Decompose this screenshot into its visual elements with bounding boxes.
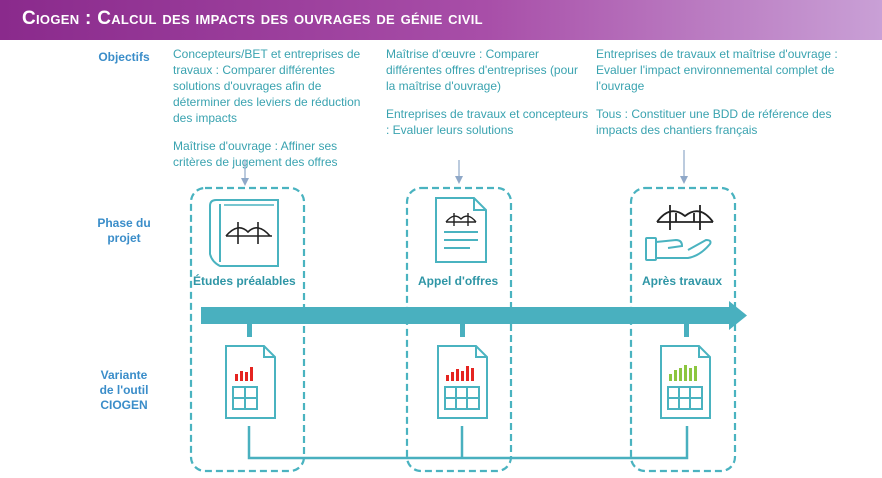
objective-col3-a: Entreprises de travaux et maîtrise d'ouv…	[596, 47, 838, 93]
page-title: Ciogen : Calcul des impacts des ouvrages…	[22, 8, 483, 29]
spreadsheet-chart-icon	[225, 345, 276, 419]
timeline-tick-3	[684, 324, 689, 337]
objective-col1-b: Maîtrise d'ouvrage : Affiner ses critère…	[173, 139, 338, 169]
phase-label-etudes: Études préalables	[193, 274, 296, 288]
phase-box-2	[405, 186, 513, 473]
pointer-arrow-1	[241, 160, 249, 186]
tender-document-bridge-icon	[435, 197, 487, 263]
objective-col2-b: Entreprises de travaux et concepteurs : …	[386, 107, 589, 137]
row-label-objectifs: Objectifs	[98, 50, 150, 64]
spreadsheet-chart-icon	[437, 345, 488, 419]
hand-bridge-icon	[645, 205, 714, 261]
pointer-arrow-2	[455, 160, 463, 184]
phase-label-appel: Appel d'offres	[418, 274, 499, 288]
objective-col1-a: Concepteurs/BET et entreprises de travau…	[173, 47, 361, 125]
pointer-arrow-3	[680, 150, 688, 184]
phase-box-1	[189, 186, 306, 473]
objective-col3-b: Tous : Constituer une BDD de référence d…	[596, 107, 832, 137]
spreadsheet-chart-icon	[660, 345, 711, 419]
phase-label-apres: Après travaux	[642, 274, 723, 288]
blueprint-bridge-icon	[209, 199, 279, 267]
objective-col2-a: Maîtrise d'œuvre : Comparer différentes …	[386, 47, 578, 93]
phase-box-3	[629, 186, 737, 473]
timeline-tick-2	[460, 324, 465, 337]
header-bar: Ciogen : Calcul des impacts des ouvrages…	[0, 0, 882, 40]
timeline-arrow	[201, 301, 747, 330]
timeline-tick-1	[247, 324, 252, 337]
bottom-connector	[247, 426, 689, 460]
